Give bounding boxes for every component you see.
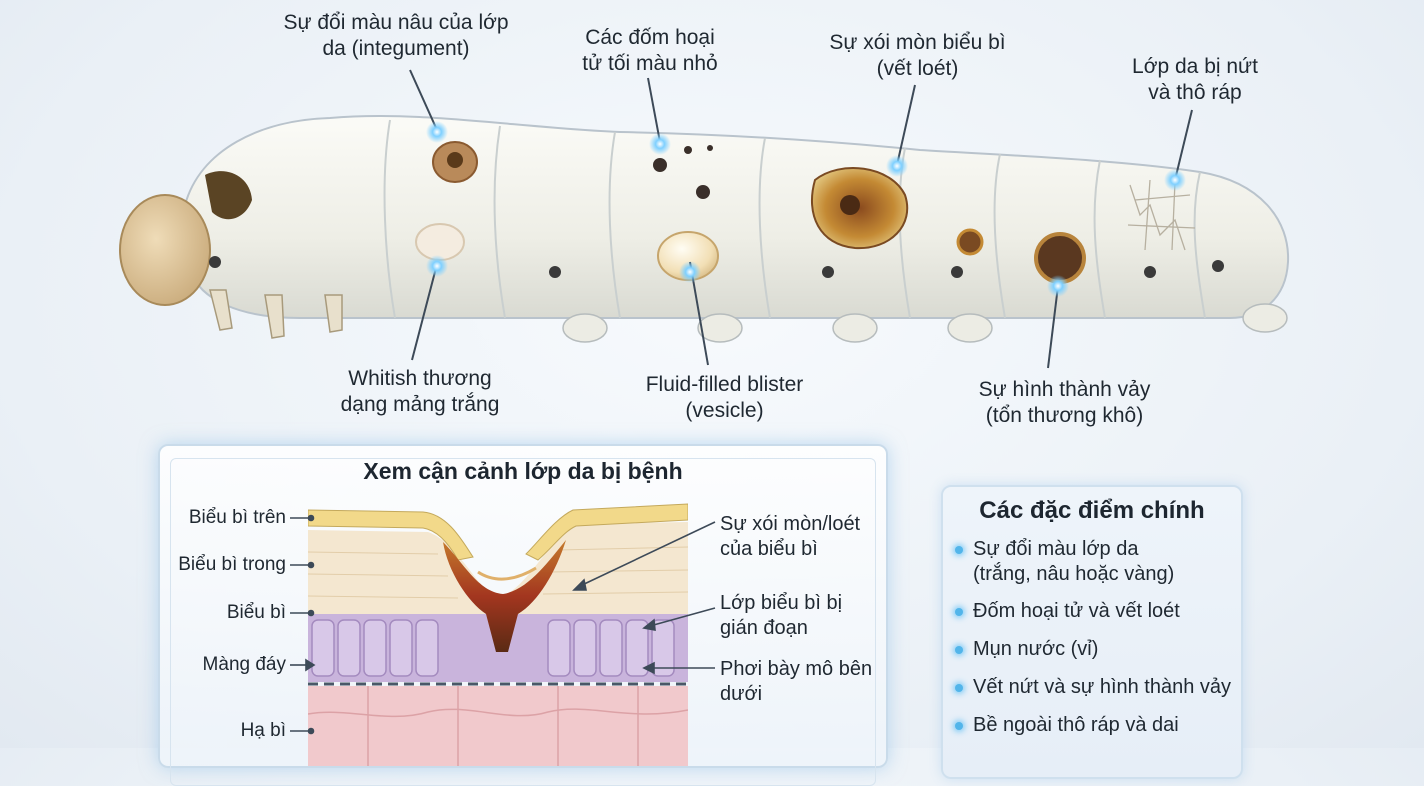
ulcer-lesion [810, 167, 909, 250]
hypodermis-layer [308, 686, 688, 766]
feature-item-rough: Bề ngoài thô ráp và dai [973, 714, 1179, 736]
feature-item-necrosis: Đốm hoại tử và vết loét [973, 600, 1180, 622]
annotation-blister: Fluid-filled blister (vesicle) [645, 373, 804, 422]
label-hypodermis: Hạ bì [240, 720, 286, 741]
epicuticle-layer [308, 509, 474, 561]
necrotic-spots [653, 145, 713, 199]
leader-lines [409, 69, 1193, 369]
key-features-panel: Các đặc điểm chính Sự đổi màu lớp da (tr… [941, 485, 1243, 779]
bullet-icon [955, 722, 963, 730]
annotation-scab: Sự hình thành vảy (tổn thương khô) [978, 378, 1151, 427]
whitish-patch [415, 223, 465, 261]
annotation-necrotic-spots: Các đốm hoại tử tối màu nhỏ [582, 26, 718, 75]
bullet-icon [955, 684, 963, 692]
bullet-icon [955, 546, 963, 554]
annotation-whitish: Whitish thương dạng mảng trắng [340, 367, 500, 416]
cracked-skin [1127, 179, 1196, 251]
label-basement-membrane: Màng đáy [202, 654, 286, 675]
feature-item-discoloration: Sự đổi màu lớp da (trắng, nâu hoặc vàng) [973, 538, 1175, 585]
left-label-arrows [290, 514, 316, 735]
silkworm-body [183, 114, 1290, 319]
scab-lesion [1034, 232, 1086, 284]
label-epidermis: Biểu bì [226, 602, 286, 623]
right-label-arrows [572, 521, 716, 675]
head-lesion [205, 171, 252, 220]
silkworm-head [119, 194, 211, 306]
bullet-icon [955, 608, 963, 616]
feature-item-cracks: Vết nứt và sự hình thành vảy [973, 676, 1232, 698]
label-inner-cuticle: Biểu bì trong [178, 554, 286, 575]
closeup-title: Xem cận cảnh lớp da bị bệnh [363, 458, 683, 484]
body-segments [383, 119, 1206, 319]
thoracic-legs [209, 289, 343, 339]
label-upper-cuticle: Biểu bì trên [188, 507, 286, 528]
silkworm-illustration [119, 69, 1290, 369]
bullet-icon [955, 646, 963, 654]
prolegs [562, 303, 1288, 343]
label-erosion-ulcer: Sự xói mòn/loét của biểu bì [720, 513, 861, 560]
label-exposed-tissue: Phơi bày mô bên dưới [720, 658, 873, 705]
closeup-panel: Xem cận cảnh lớp da bị bệnh [158, 444, 888, 786]
label-disrupted-epidermis: Lớp biểu bì bị gián đoạn [720, 592, 843, 639]
callout-dots [426, 121, 1186, 297]
annotation-cracked: Lớp da bị nứt và thô ráp [1132, 55, 1258, 104]
feature-item-blisters: Mụn nước (vỉ) [973, 638, 1099, 660]
key-features-title: Các đặc điểm chính [979, 497, 1205, 524]
spiracles [209, 256, 1224, 278]
annotation-integument: Sự đổi màu nâu của lớp da (integument) [283, 11, 509, 60]
endocuticle-layer [308, 522, 688, 614]
annotation-erosion: Sự xói mòn biểu bì (vết loét) [829, 31, 1006, 80]
ulcer-crater [443, 540, 566, 652]
